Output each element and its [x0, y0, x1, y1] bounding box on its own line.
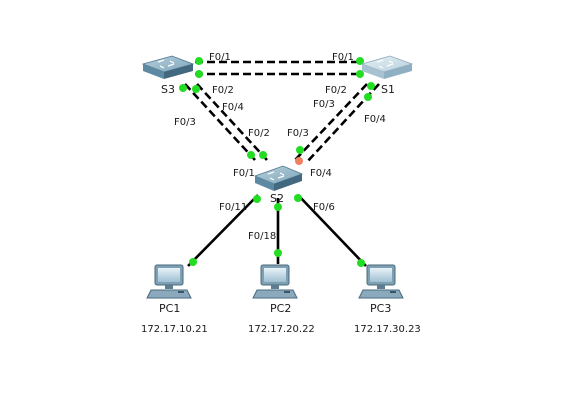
port-label-s2-f06: F0/6 — [313, 202, 335, 213]
switch-arrows-icon — [376, 59, 394, 69]
link-status-dot — [294, 194, 302, 202]
port-label-s2-f018: F0/18 — [248, 231, 276, 242]
link-status-dot-blocking — [295, 157, 303, 165]
link-s2-pc3[interactable] — [297, 194, 367, 267]
device-label-pc3: PC3 — [370, 302, 391, 315]
switch-s2[interactable] — [253, 165, 304, 191]
device-label-s3: S3 — [161, 83, 175, 96]
port-label-s3-f02: F0/2 — [212, 85, 234, 96]
link-status-dot — [274, 203, 282, 211]
ip-label-pc2: 172.17.20.22 — [248, 324, 315, 335]
link-status-dot — [179, 84, 187, 92]
link-status-dot — [274, 249, 282, 257]
port-label-s2-f03: F0/3 — [287, 128, 309, 139]
link-s1-s2-a[interactable] — [294, 83, 368, 161]
port-label-s1-f03: F0/3 — [313, 99, 335, 110]
pc3[interactable] — [358, 264, 404, 299]
port-label-s3-f04: F0/4 — [222, 102, 244, 113]
link-status-dot — [189, 258, 197, 266]
port-label-s1-f04: F0/4 — [364, 114, 386, 125]
link-status-dot — [192, 85, 200, 93]
port-label-s3-f01: F0/1 — [209, 52, 231, 63]
device-label-s1: S1 — [381, 83, 395, 96]
link-status-dot — [296, 146, 304, 154]
link-status-dot — [356, 70, 364, 78]
ip-label-pc3: 172.17.30.23 — [354, 324, 421, 335]
port-label-s2-f02: F0/2 — [248, 128, 270, 139]
device-label-s2: S2 — [270, 192, 284, 205]
switch-arrows-icon — [157, 59, 175, 69]
port-label-s2-f04: F0/4 — [310, 168, 332, 179]
link-s3-s2-a[interactable] — [184, 83, 256, 161]
port-label-s3-f03: F0/3 — [174, 117, 196, 128]
ip-label-pc1: 172.17.10.21 — [141, 324, 208, 335]
switch-arrows-icon — [267, 171, 285, 181]
switch-s3[interactable] — [141, 55, 195, 79]
link-status-dot — [253, 195, 261, 203]
device-label-pc2: PC2 — [270, 302, 291, 315]
link-status-dot — [195, 57, 203, 65]
switch-s1[interactable] — [360, 55, 414, 79]
link-s3-s2-b[interactable] — [196, 83, 268, 161]
port-label-s1-f02: F0/2 — [325, 85, 347, 96]
link-status-dot — [356, 57, 364, 65]
link-status-dot — [364, 93, 372, 101]
port-label-s2-f011: F0/11 — [219, 202, 247, 213]
link-status-dot — [367, 82, 375, 90]
pc1[interactable] — [146, 264, 192, 299]
link-status-dot — [259, 151, 267, 159]
port-label-s2-f01: F0/1 — [233, 168, 255, 179]
link-status-dot — [195, 70, 203, 78]
link-status-dot — [247, 151, 255, 159]
pc2[interactable] — [252, 264, 298, 299]
port-label-s1-f01: F0/1 — [332, 52, 354, 63]
link-status-dot — [357, 259, 365, 267]
link-s2-pc1[interactable] — [187, 194, 259, 267]
device-label-pc1: PC1 — [159, 302, 180, 315]
